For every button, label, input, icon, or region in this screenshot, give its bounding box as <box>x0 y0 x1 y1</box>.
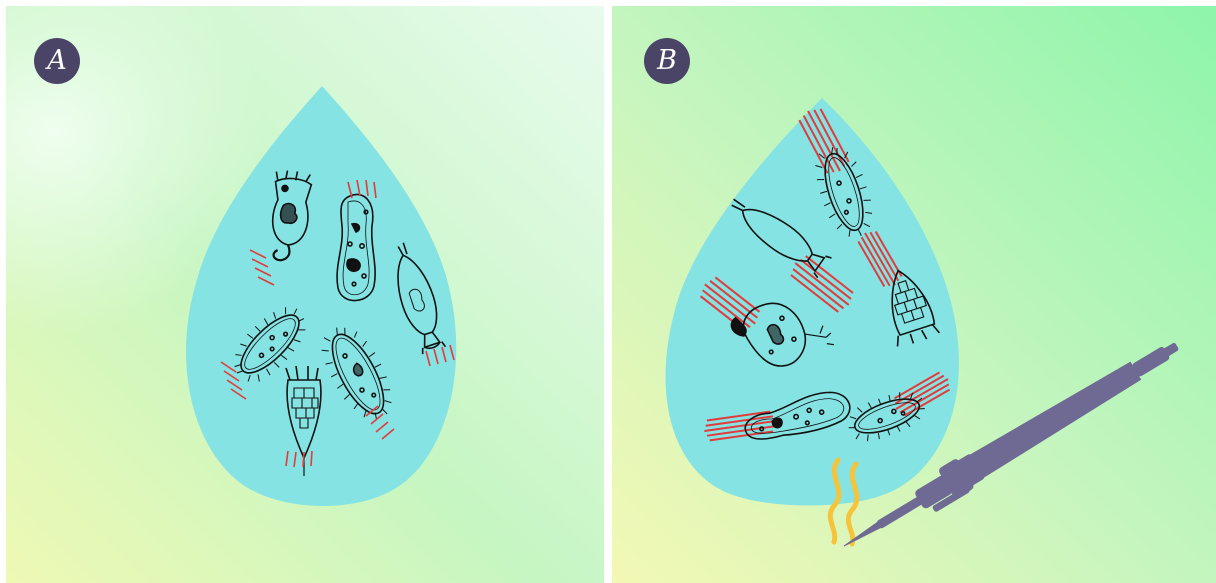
panel-a-illustration <box>6 6 604 583</box>
panel-a: A <box>6 6 604 583</box>
panel-b: B <box>612 6 1216 583</box>
panel-label-badge: B <box>644 38 690 84</box>
panel-label-badge: A <box>34 38 80 84</box>
panel-b-illustration <box>612 6 1216 583</box>
